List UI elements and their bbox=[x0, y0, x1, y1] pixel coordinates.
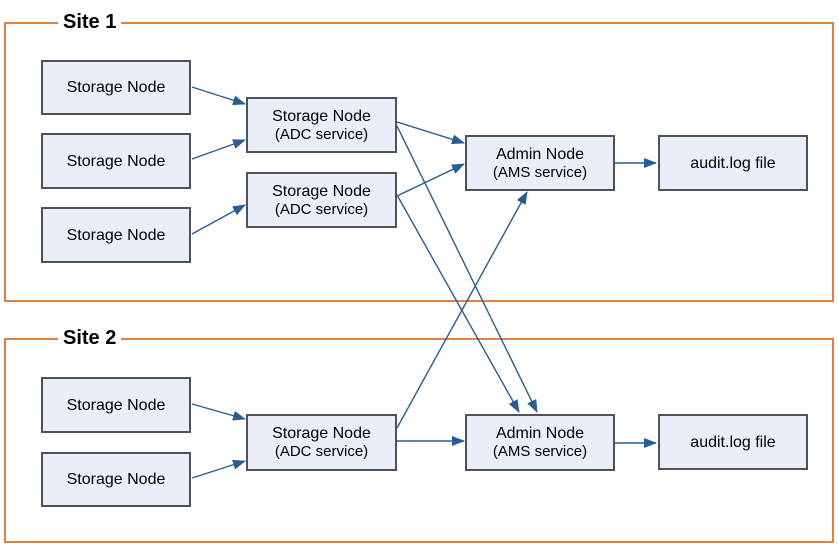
node-label: Storage Node bbox=[66, 226, 166, 244]
node-label: Storage Node bbox=[66, 152, 166, 170]
node-service-label: (AMS service) bbox=[492, 163, 588, 181]
node-label: Storage Node bbox=[272, 182, 371, 200]
node-service-label: (ADC service) bbox=[274, 125, 369, 143]
site1-audit-log-file: audit.log file bbox=[658, 135, 808, 191]
node-label: Storage Node bbox=[66, 471, 166, 488]
node-label: audit.log file bbox=[690, 154, 776, 172]
node-label: audit.log file bbox=[690, 433, 776, 451]
site2-audit-log-file: audit.log file bbox=[658, 414, 808, 470]
node-service-label: (AMS service) bbox=[492, 443, 588, 460]
node-label: Storage Node bbox=[66, 79, 166, 96]
site1-adc-node-2: Storage Node (ADC service) bbox=[246, 172, 397, 228]
site1-storage-node-1: Storage Node bbox=[41, 60, 191, 115]
node-label: Admin Node bbox=[495, 145, 585, 163]
node-label: Storage Node bbox=[272, 425, 371, 442]
site1-storage-node-2: Storage Node bbox=[41, 133, 191, 189]
node-label: Storage Node bbox=[272, 107, 371, 125]
site1-storage-node-3: Storage Node bbox=[41, 207, 191, 263]
node-label: Storage Node bbox=[66, 396, 166, 414]
site2-label: Site 2 bbox=[58, 325, 122, 351]
site1-admin-node: Admin Node (AMS service) bbox=[465, 135, 615, 191]
site2-storage-node-1: Storage Node bbox=[41, 377, 191, 433]
node-label: Admin Node bbox=[495, 425, 585, 442]
site2-storage-node-2: Storage Node bbox=[41, 452, 191, 507]
site2-admin-node: Admin Node (AMS service) bbox=[465, 414, 615, 471]
node-service-label: (ADC service) bbox=[274, 200, 369, 218]
node-service-label: (ADC service) bbox=[274, 443, 369, 460]
site2-adc-node: Storage Node (ADC service) bbox=[246, 414, 397, 471]
site1-adc-node-1: Storage Node (ADC service) bbox=[246, 97, 397, 153]
site1-label: Site 1 bbox=[58, 9, 122, 35]
